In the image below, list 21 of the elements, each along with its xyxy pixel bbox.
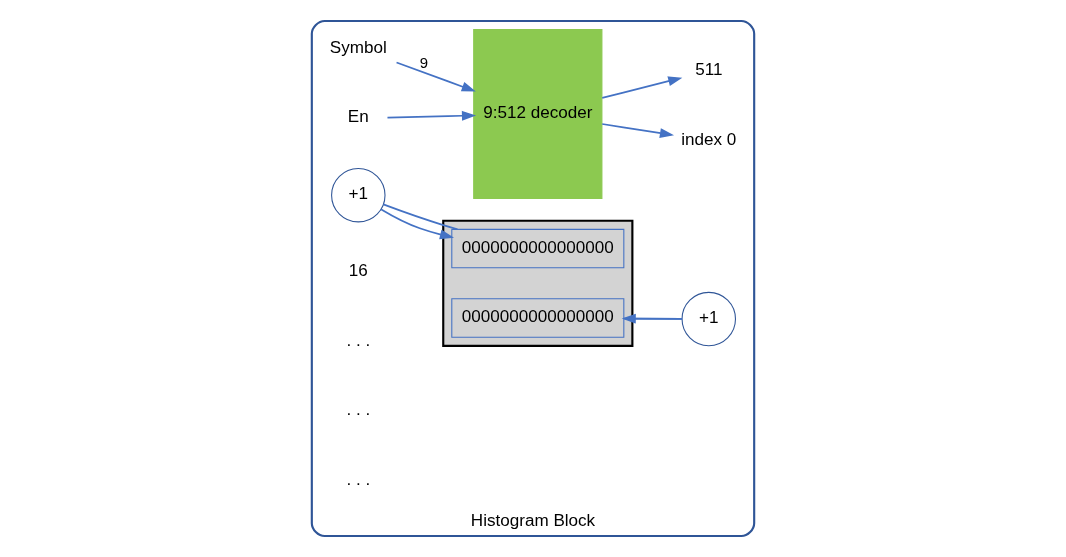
arrow xyxy=(621,313,683,324)
node-text: 511 xyxy=(695,60,723,80)
edge-label: 9 xyxy=(419,54,429,72)
node-circle: +1 xyxy=(681,291,736,347)
node-box: 0000000000000000 xyxy=(451,298,625,338)
label: . . . xyxy=(346,469,371,489)
node-box: 0000000000000000 xyxy=(451,228,625,269)
connector xyxy=(382,203,459,231)
label: . . . xyxy=(346,330,371,350)
node-box: 9:512 decoder xyxy=(473,29,603,199)
node-text: index 0 xyxy=(681,129,737,149)
arrow xyxy=(601,76,683,99)
label: . . . xyxy=(346,400,371,420)
arrow xyxy=(386,110,477,121)
node-text: En xyxy=(347,107,369,127)
node-text: Symbol xyxy=(329,37,387,57)
arrow xyxy=(601,123,675,138)
node-circle: +1 xyxy=(331,167,386,223)
label: 16 xyxy=(348,261,368,281)
arrow xyxy=(395,61,476,92)
arrow xyxy=(380,208,455,240)
